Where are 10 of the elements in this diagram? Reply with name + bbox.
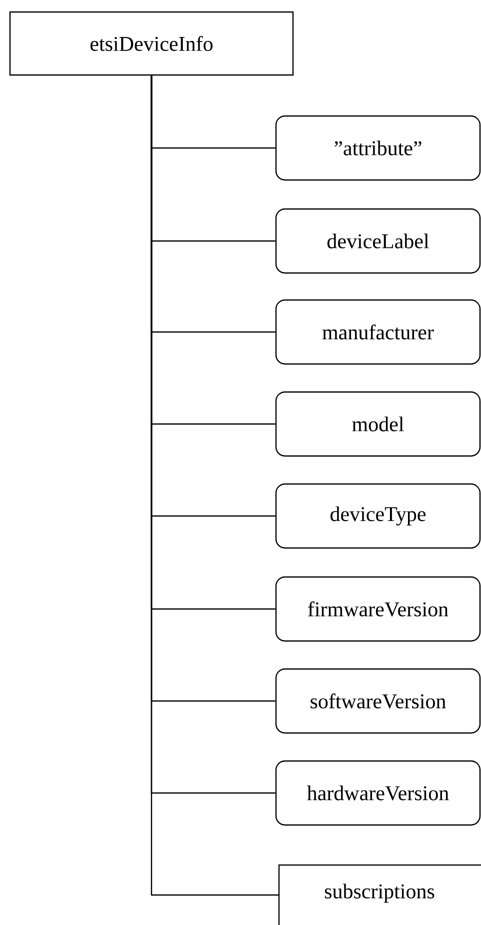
attribute-box: firmwareVersion (275, 576, 481, 642)
attribute-box: model (275, 391, 481, 457)
class-box: subscriptions (278, 864, 481, 925)
attribute-box: deviceType (275, 483, 481, 549)
attribute-box: softwareVersion (275, 668, 481, 734)
attribute-box: manufacturer (275, 299, 481, 365)
attribute-box: ”attribute” (275, 115, 481, 181)
class-box: etsiDeviceInfo (9, 11, 294, 76)
attribute-box: hardwareVersion (275, 760, 481, 826)
attribute-box: deviceLabel (275, 208, 481, 274)
